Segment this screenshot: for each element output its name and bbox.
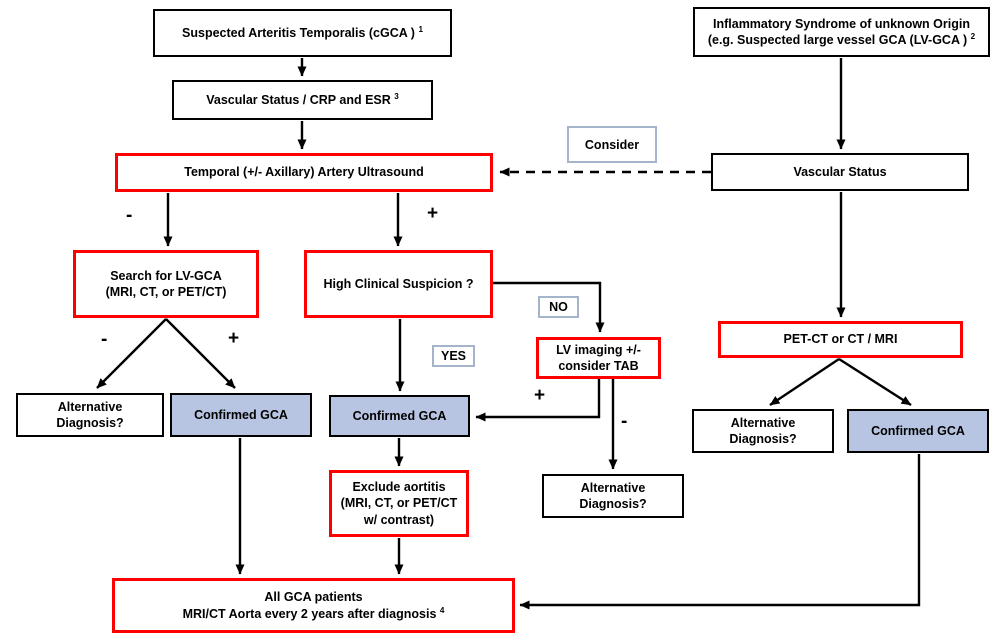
node-confirmed-gca-mid: Confirmed GCA (329, 395, 470, 437)
edge-label-ultrasound-minus: - (126, 205, 133, 226)
node-suspected-cgca: Suspected Arteritis Temporalis (cGCA ) 1 (153, 9, 452, 57)
node-inflammatory-syndrome-label: Inflammatory Syndrome of unknown Origin(… (707, 16, 976, 47)
arrow-search-to-alt (96, 318, 167, 389)
node-search-lv-gca: Search for LV-GCA (MRI, CT, or PET/CT) (73, 250, 259, 318)
edge-label-search-minus: - (101, 329, 108, 350)
tag-yes: YES (432, 345, 475, 367)
node-confirmed-gca-left: Confirmed GCA (170, 393, 312, 437)
node-pet-ct: PET-CT or CT / MRI (718, 321, 963, 358)
tag-no: NO (538, 296, 579, 318)
node-alt-diagnosis-right: Alternative Diagnosis? (692, 409, 834, 453)
node-exclude-aortitis: Exclude aortitis (MRI, CT, or PET/CT w/ … (329, 470, 469, 537)
node-alt-diagnosis-mid: Alternative Diagnosis? (542, 474, 684, 518)
arrow-search-to-gca (165, 318, 236, 389)
node-suspected-cgca-label: Suspected Arteritis Temporalis (cGCA ) 1 (182, 24, 423, 40)
node-inflammatory-syndrome: Inflammatory Syndrome of unknown Origin(… (693, 7, 990, 57)
node-vascular-status-crp: Vascular Status / CRP and ESR 3 (172, 80, 433, 120)
edge-label-lv-plus: + (534, 385, 546, 406)
node-vascular-status: Vascular Status (711, 153, 969, 191)
node-temporal-ultrasound: Temporal (+/- Axillary) Artery Ultrasoun… (115, 153, 493, 192)
arrow-petct-to-alt (769, 358, 840, 406)
edge-label-search-plus: + (228, 328, 240, 349)
node-high-clinical-suspicion: High Clinical Suspicion ? (304, 250, 493, 318)
edge-label-lv-minus: - (621, 411, 628, 432)
node-vascular-status-crp-label: Vascular Status / CRP and ESR 3 (206, 91, 399, 107)
arrow-petct-to-gca (838, 357, 912, 407)
tag-consider: Consider (567, 126, 657, 163)
node-lv-imaging: LV imaging +/- consider TAB (536, 337, 661, 379)
node-alt-diagnosis-left: Alternative Diagnosis? (16, 393, 164, 437)
edge-label-ultrasound-plus: + (427, 203, 439, 224)
node-confirmed-gca-right: Confirmed GCA (847, 409, 989, 453)
